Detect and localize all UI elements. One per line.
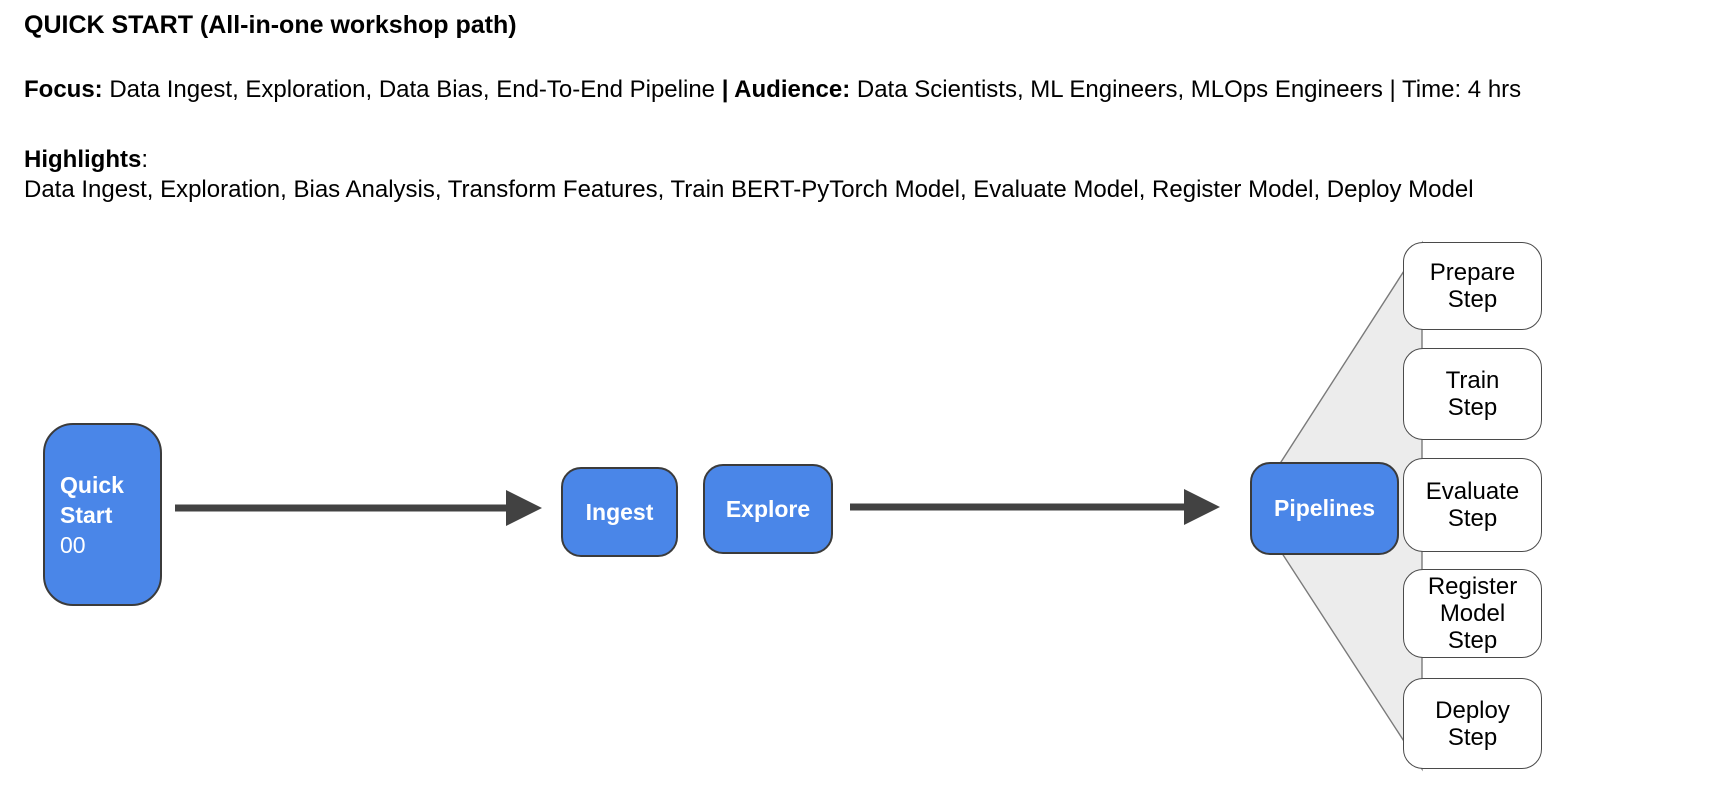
quick-start-line2: Start	[60, 501, 113, 528]
highlights-label: Highlights	[24, 146, 142, 173]
quick-start-line1: Quick	[60, 471, 124, 498]
step-node-register-model: Register Model Step	[1403, 569, 1542, 658]
ingest-label: Ingest	[585, 498, 654, 525]
step-node-prepare: Prepare Step	[1403, 242, 1542, 330]
highlights-heading: Highlights:	[24, 145, 1474, 175]
audience-label: | Audience:	[721, 76, 851, 103]
focus-label: Focus:	[24, 76, 103, 103]
arrow-head-icon	[1184, 489, 1220, 525]
focus-text: Data Ingest, Exploration, Data Bias, End…	[102, 76, 722, 103]
arrow-head-icon	[506, 490, 542, 526]
highlights-text: Data Ingest, Exploration, Bias Analysis,…	[24, 176, 1474, 203]
step-node-deploy: Deploy Step	[1403, 678, 1542, 769]
highlights-colon: :	[141, 146, 148, 173]
step-node-evaluate: Evaluate Step	[1403, 458, 1542, 552]
explore-label: Explore	[725, 495, 811, 522]
node-ingest: Ingest	[561, 467, 678, 557]
highlights-block: Highlights: Data Ingest, Exploration, Bi…	[24, 145, 1474, 205]
audience-time-text: Data Scientists, ML Engineers, MLOps Eng…	[850, 76, 1522, 103]
quick-start-number: 00	[60, 531, 86, 558]
pipelines-label: Pipelines	[1274, 495, 1375, 521]
node-explore: Explore	[703, 464, 833, 554]
step-node-train: Train Step	[1403, 348, 1542, 440]
arrow-quickstart-to-ingest	[175, 490, 542, 526]
arrow-explore-to-pipelines	[850, 489, 1220, 525]
focus-audience-line: Focus: Data Ingest, Exploration, Data Bi…	[24, 75, 1521, 105]
page-title: QUICK START (All-in-one workshop path)	[24, 11, 517, 39]
node-quick-start: Quick Start 00	[43, 423, 162, 606]
node-pipelines: Pipelines	[1250, 462, 1399, 555]
quick-start-label: Quick Start 00	[60, 470, 124, 560]
